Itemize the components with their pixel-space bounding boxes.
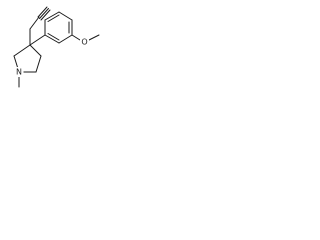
bond-c4-c3 [29,44,42,57]
oxygen-label: O [81,38,87,47]
nitrogen-label-mask [14,67,24,77]
triple-bond-line-3 [40,9,51,21]
benzene-ring [44,11,73,44]
bond-c5-c4 [35,55,42,73]
triple-bond-line-1 [37,6,48,18]
oxygen-label-mask [80,37,89,47]
nitrogen-label: N [16,68,22,77]
atom-oxygen: O [80,37,89,47]
propargyl-group [29,6,51,46]
bond-ch2-csp [29,16,40,30]
bond-ar6-ar1 [44,34,60,44]
inner-double-bond-1 [47,14,60,22]
inner-double-bond-3 [47,33,60,41]
atom-nitrogen: N [14,67,24,77]
bond-ar5-ar6 [58,34,73,44]
bond-c3-aryl [29,34,46,46]
triple-bond-line-2 [39,8,49,19]
methoxy-group [71,34,100,41]
bond-c3-c2 [13,44,31,57]
bond-ar3-ar4 [58,11,73,21]
bond-aryl-o [71,34,81,41]
bond-o-methyl [88,34,100,41]
bond-ar2-ar3 [44,11,60,21]
chemical-structure: O N [13,6,100,88]
